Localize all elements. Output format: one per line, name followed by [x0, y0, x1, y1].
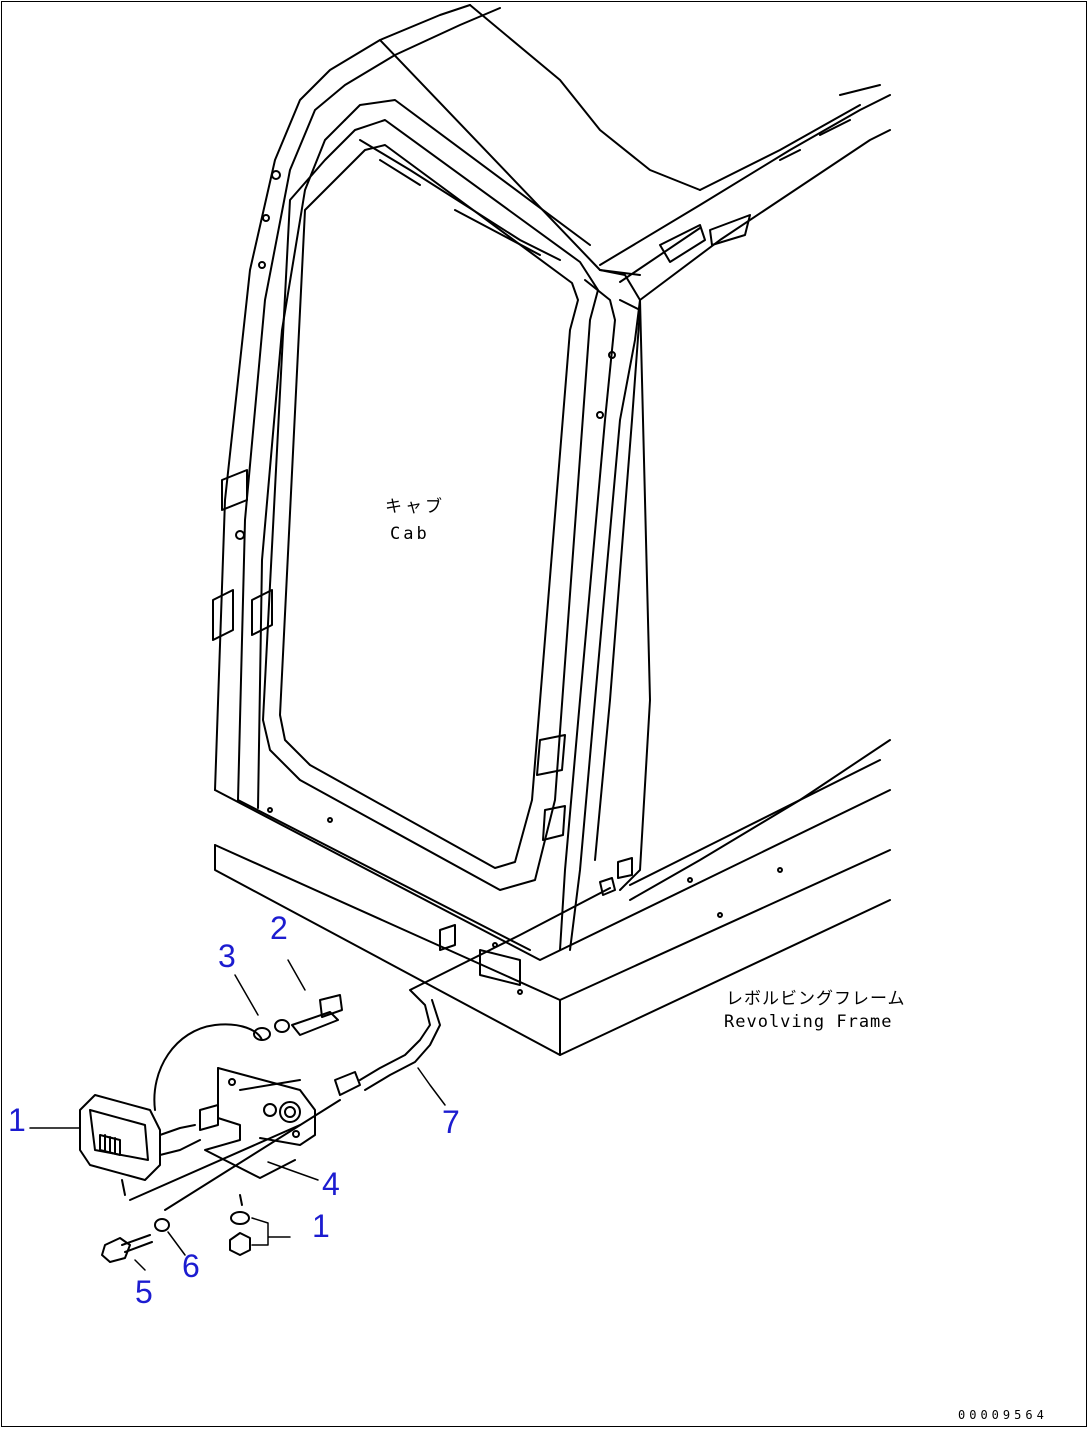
- frame-label-en: Revolving Frame: [724, 1012, 893, 1032]
- callout-2-bolt: 2: [270, 910, 288, 946]
- cab-label-jp: キャブ: [385, 497, 445, 517]
- cab-structure: [212, 4, 891, 951]
- callout-4-bracket: 4: [322, 1166, 340, 1202]
- callout-1-nut: 1: [312, 1208, 330, 1244]
- callout-1-lamp: 1: [8, 1102, 26, 1138]
- callout-6-washer: 6: [182, 1248, 200, 1284]
- cab-label-en: Cab: [390, 524, 430, 544]
- revolving-frame: [214, 789, 891, 1056]
- callout-5-bolt: 5: [135, 1274, 153, 1310]
- callout-3-washer: 3: [218, 938, 236, 974]
- callout-leaders: [29, 959, 446, 1271]
- frame-label-jp: レボルビングフレーム: [726, 989, 906, 1009]
- drawing-number: 00009564: [958, 1408, 1048, 1422]
- work-lamp-assembly: [79, 877, 616, 1263]
- callout-7-harness: 7: [442, 1104, 460, 1140]
